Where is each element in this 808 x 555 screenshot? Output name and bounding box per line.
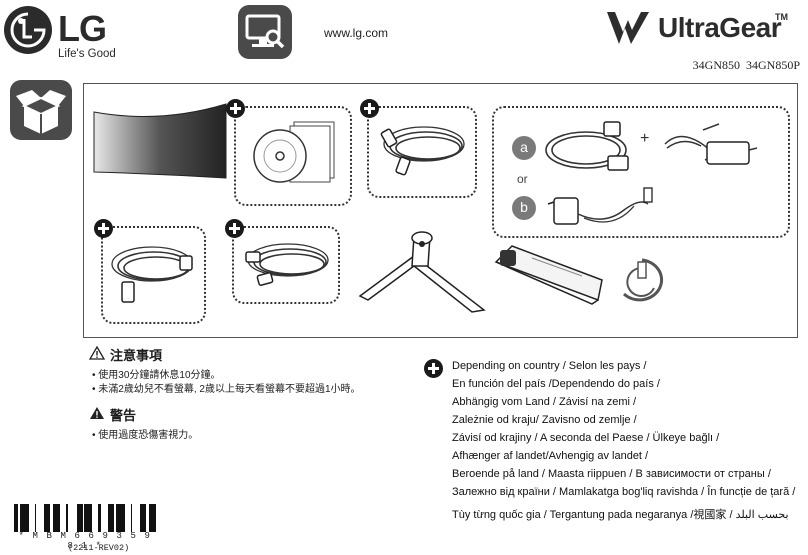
ultragear-logo-icon [607, 12, 649, 44]
package-contents-panel: a or b + [83, 83, 798, 338]
country-notice-line: Залежно від країни / Mamlakatga bog'liq … [452, 486, 796, 498]
hdmi-cable-group [367, 106, 477, 198]
cd-manual-group [234, 106, 352, 206]
country-notice-line: Zależnie od kraju/ Zavisno od zemlje / [452, 414, 637, 426]
stand-body-illustration [494, 245, 603, 305]
country-notice-line: Abhängig vom Land / Závisí na zemi / [452, 396, 637, 408]
plus-label: + [640, 130, 650, 147]
country-notice-line: Tùy từng quốc gia / Tergantung pada nega… [452, 509, 789, 521]
optional-plus-icon [94, 219, 113, 238]
power-options-group [492, 106, 790, 238]
model-numbers: 34GN850 34GN850P [692, 58, 800, 72]
lg-logo-icon [4, 6, 52, 54]
usb-cable-illustration [111, 246, 193, 303]
product-line: UltraGear [658, 12, 782, 43]
usb-cable-group [101, 226, 206, 324]
cable-holder-illustration [622, 258, 664, 302]
or-label: or [517, 172, 528, 186]
cd-manual-illustration [253, 121, 335, 183]
country-notice-line: Beroende på land / Maasta riippuen / В з… [452, 468, 771, 480]
barcode-image [14, 504, 156, 532]
country-notice-line: Afhænger af landet/Avhengig av landet / [452, 450, 649, 462]
brand-slogan: Life's Good [58, 48, 116, 60]
brand-name: LG [58, 8, 107, 49]
power-adapter-illustration [664, 123, 758, 165]
monitor-search-icon [238, 5, 292, 59]
displayport-cable-illustration [245, 243, 329, 286]
optional-plus-icon [225, 219, 244, 238]
displayport-cable-group [232, 226, 340, 304]
box-contents-icon [10, 80, 72, 140]
wall-adapter-illustration [547, 187, 653, 225]
stand-base-illustration [358, 231, 486, 313]
revision-label: (2211-REV02) [68, 543, 130, 553]
caution-title: 警告 [110, 408, 137, 423]
notice-title: 注意事項 [110, 348, 163, 363]
option-a-badge: a [512, 136, 536, 160]
optional-plus-icon [360, 99, 379, 118]
country-notice-line: En función del país /Dependendo do país … [452, 378, 660, 390]
optional-plus-icon [424, 359, 443, 378]
trademark: TM [775, 12, 788, 22]
notice-line: • 未滿2歲幼兒不看螢幕, 2歲以上每天看螢幕不要超過1小時。 [92, 384, 361, 395]
barcode-text: * M B M 6 6 9 3 5 9 8 1 * [18, 531, 152, 551]
hdmi-cable-illustration [380, 126, 465, 176]
caution-line: • 使用過度恐傷害視力。 [92, 430, 199, 441]
country-notice-line: Depending on country / Selon les pays / [452, 360, 647, 372]
curved-monitor-illustration [93, 103, 227, 179]
power-cord-illustration [545, 121, 629, 171]
website-url: www.lg.com [324, 26, 389, 40]
notice-line: • 使用30分鐘請休息10分鐘。 [92, 370, 221, 381]
optional-plus-icon [226, 99, 245, 118]
caution-icon [90, 407, 104, 419]
option-b-badge: b [512, 196, 536, 220]
country-notice-line: Závisí od krajiny / A seconda del Paese … [452, 432, 720, 444]
warning-icon [89, 346, 105, 360]
